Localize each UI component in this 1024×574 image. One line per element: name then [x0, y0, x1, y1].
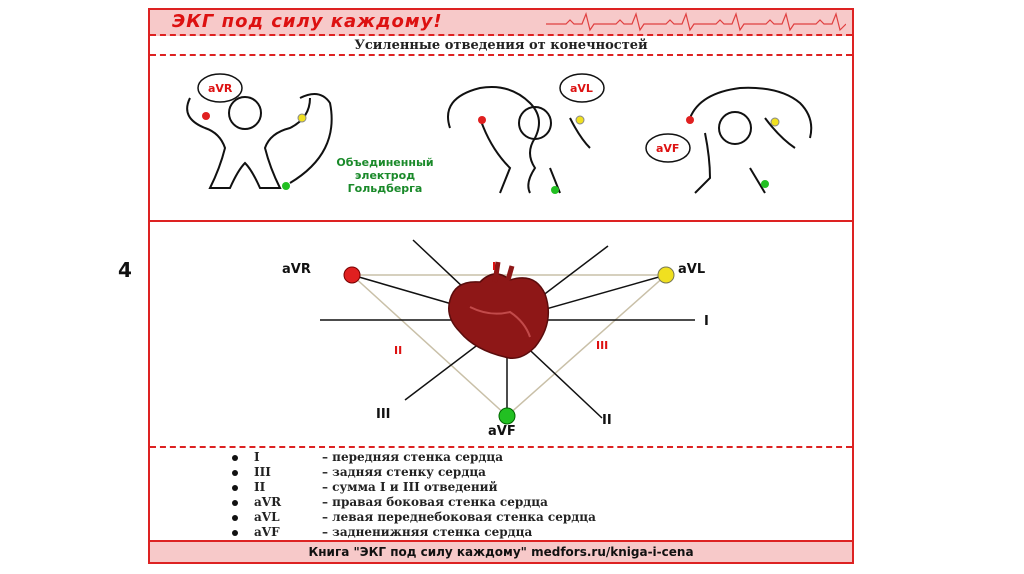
electrode-yellow [297, 113, 307, 123]
triangle-label-left: II [394, 344, 402, 357]
legend-item: I– передняя стенка сердца [232, 450, 596, 465]
triangle-label-top: I [492, 260, 496, 273]
bullet-icon [232, 529, 238, 536]
electrode-green-3 [761, 180, 769, 188]
slide-frame: ЭКГ под силу каждому! Усиленные отведени… [148, 8, 854, 564]
bullet-icon [232, 454, 238, 461]
electrode-yellow-3 [770, 117, 780, 127]
label-avl: aVL [678, 262, 705, 277]
bubble-avf-shape [645, 133, 691, 163]
legend-item: II– сумма I и III отведений [232, 480, 596, 495]
avl-electrode [657, 266, 675, 284]
figure-avr [186, 93, 333, 189]
avr-electrode [343, 266, 361, 284]
electrode-green-2 [551, 186, 559, 194]
electrode-red-2 [478, 116, 486, 124]
header-bar: ЭКГ под силу каждому! [150, 10, 852, 36]
bullet-icon [232, 514, 238, 521]
lead-axes-diagram: aVR aVL aVF I III II I II III [150, 222, 852, 448]
legend-item: aVL– левая переднебоковая стенка сердца [232, 510, 596, 525]
bubble-avl-label: aVL [570, 82, 593, 95]
goldberger-electrode-label: Объединенный электрод Гольдберга [310, 156, 460, 195]
bullet-icon [232, 484, 238, 491]
label-i: I [704, 314, 709, 329]
electrode-yellow-2 [575, 115, 585, 125]
label-avf: aVF [488, 424, 516, 439]
ecg-wave-decoration [546, 12, 846, 32]
subtitle: Усиленные отведения от конечностей [150, 36, 852, 56]
bubble-avr-label: aVR [208, 82, 233, 95]
bubble-avl-shape [559, 73, 605, 103]
electrode-red [202, 112, 210, 120]
lead-legend: I– передняя стенка сердца III– задняя ст… [232, 450, 596, 540]
electrode-label-line-3: Гольдберга [347, 182, 423, 195]
figure-avf [689, 86, 813, 194]
figure-avl [447, 86, 591, 194]
slide-number: 4 [118, 258, 132, 282]
electrode-green [282, 182, 290, 190]
electrode-label-line-2: электрод [354, 169, 416, 182]
electrode-red-3 [686, 116, 694, 124]
label-iii: III [376, 407, 391, 422]
legend-item: aVF– задненижняя стенка сердца [232, 525, 596, 540]
legend-item: III– задняя стенку сердца [232, 465, 596, 480]
bubble-avr-shape [197, 73, 243, 103]
legend-item: aVR– правая боковая стенка сердца [232, 495, 596, 510]
bullet-icon [232, 469, 238, 476]
electrode-label-line-1: Объединенный [336, 156, 434, 169]
avf-electrode [498, 407, 516, 425]
footer-credit: Книга "ЭКГ под силу каждому" medfors.ru/… [150, 540, 852, 562]
heart-image [448, 261, 550, 359]
header-title: ЭКГ под силу каждому! [172, 11, 443, 32]
hexaxial-diagram: aVR aVL aVF I III II I II III [282, 239, 709, 439]
bubble-avf-label: aVF [656, 142, 679, 155]
cartoon-figures: aVR aVL aVF [186, 73, 813, 194]
bullet-icon [232, 499, 238, 506]
figures-illustration: aVR aVL aVF [150, 58, 852, 222]
triangle-label-right: III [596, 339, 608, 352]
label-ii: II [602, 413, 612, 428]
label-avr: aVR [282, 262, 311, 277]
